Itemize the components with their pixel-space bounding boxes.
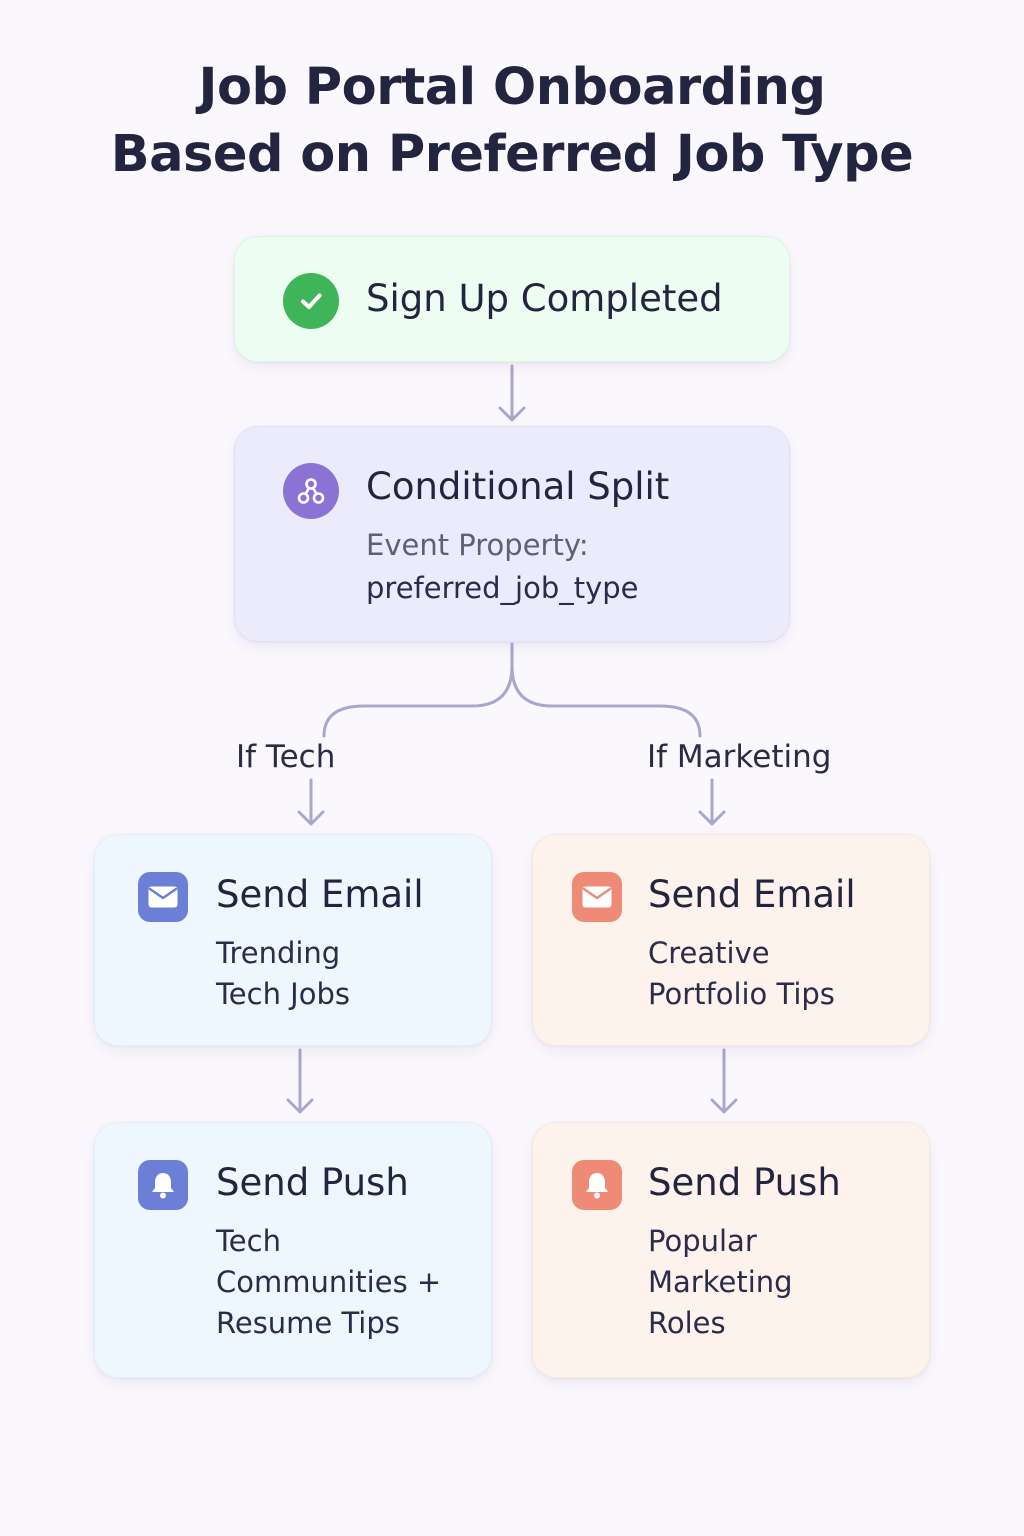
branch-split-left	[322, 642, 514, 738]
marketing-push-title: Send Push	[648, 1161, 841, 1204]
split-property-label: Event Property:	[366, 528, 589, 562]
mail-icon	[138, 872, 188, 922]
branch-split-right	[510, 664, 702, 738]
signup-card[interactable]: Sign Up Completed	[234, 236, 790, 362]
marketing-email-line-2: Portfolio Tips	[648, 977, 835, 1011]
arrow-marketing-push	[710, 1048, 738, 1114]
tech-push-line-1: Tech	[216, 1224, 281, 1258]
mail-icon	[572, 872, 622, 922]
branch-label-marketing: If Marketing	[647, 739, 832, 775]
title-line-2: Based on Preferred Job Type	[110, 125, 914, 184]
split-label: Conditional Split	[366, 465, 670, 508]
tech-push-card[interactable]: Send Push Tech Communities + Resume Tips	[94, 1122, 492, 1378]
tech-push-line-3: Resume Tips	[216, 1306, 400, 1340]
arrow-signup-split	[498, 364, 526, 422]
bell-icon	[572, 1160, 622, 1210]
signup-label: Sign Up Completed	[366, 277, 723, 320]
check-circle-icon	[283, 273, 339, 329]
tech-email-line-2: Tech Jobs	[216, 977, 350, 1011]
tech-push-title: Send Push	[216, 1161, 409, 1204]
marketing-push-line-3: Roles	[648, 1306, 726, 1340]
marketing-email-title: Send Email	[648, 873, 856, 916]
tech-email-card[interactable]: Send Email Trending Tech Jobs	[94, 834, 492, 1046]
conditional-split-card[interactable]: Conditional Split Event Property: prefer…	[234, 426, 790, 642]
arrow-tech-push	[286, 1048, 314, 1114]
branch-label-tech: If Tech	[236, 739, 336, 775]
page-title: Job Portal Onboarding Based on Preferred…	[0, 54, 1024, 188]
tech-email-title: Send Email	[216, 873, 424, 916]
marketing-push-line-2: Marketing	[648, 1265, 793, 1299]
title-line-1: Job Portal Onboarding	[198, 58, 826, 117]
arrow-tech-email	[297, 778, 325, 826]
marketing-email-card[interactable]: Send Email Creative Portfolio Tips	[532, 834, 930, 1046]
split-property-value: preferred_job_type	[366, 571, 639, 605]
marketing-push-card[interactable]: Send Push Popular Marketing Roles	[532, 1122, 930, 1378]
arrow-marketing-email	[698, 778, 726, 826]
split-icon	[283, 463, 339, 519]
tech-push-line-2: Communities +	[216, 1265, 442, 1299]
marketing-push-line-1: Popular	[648, 1224, 757, 1258]
tech-email-line-1: Trending	[216, 936, 341, 970]
bell-icon	[138, 1160, 188, 1210]
marketing-email-line-1: Creative	[648, 936, 770, 970]
